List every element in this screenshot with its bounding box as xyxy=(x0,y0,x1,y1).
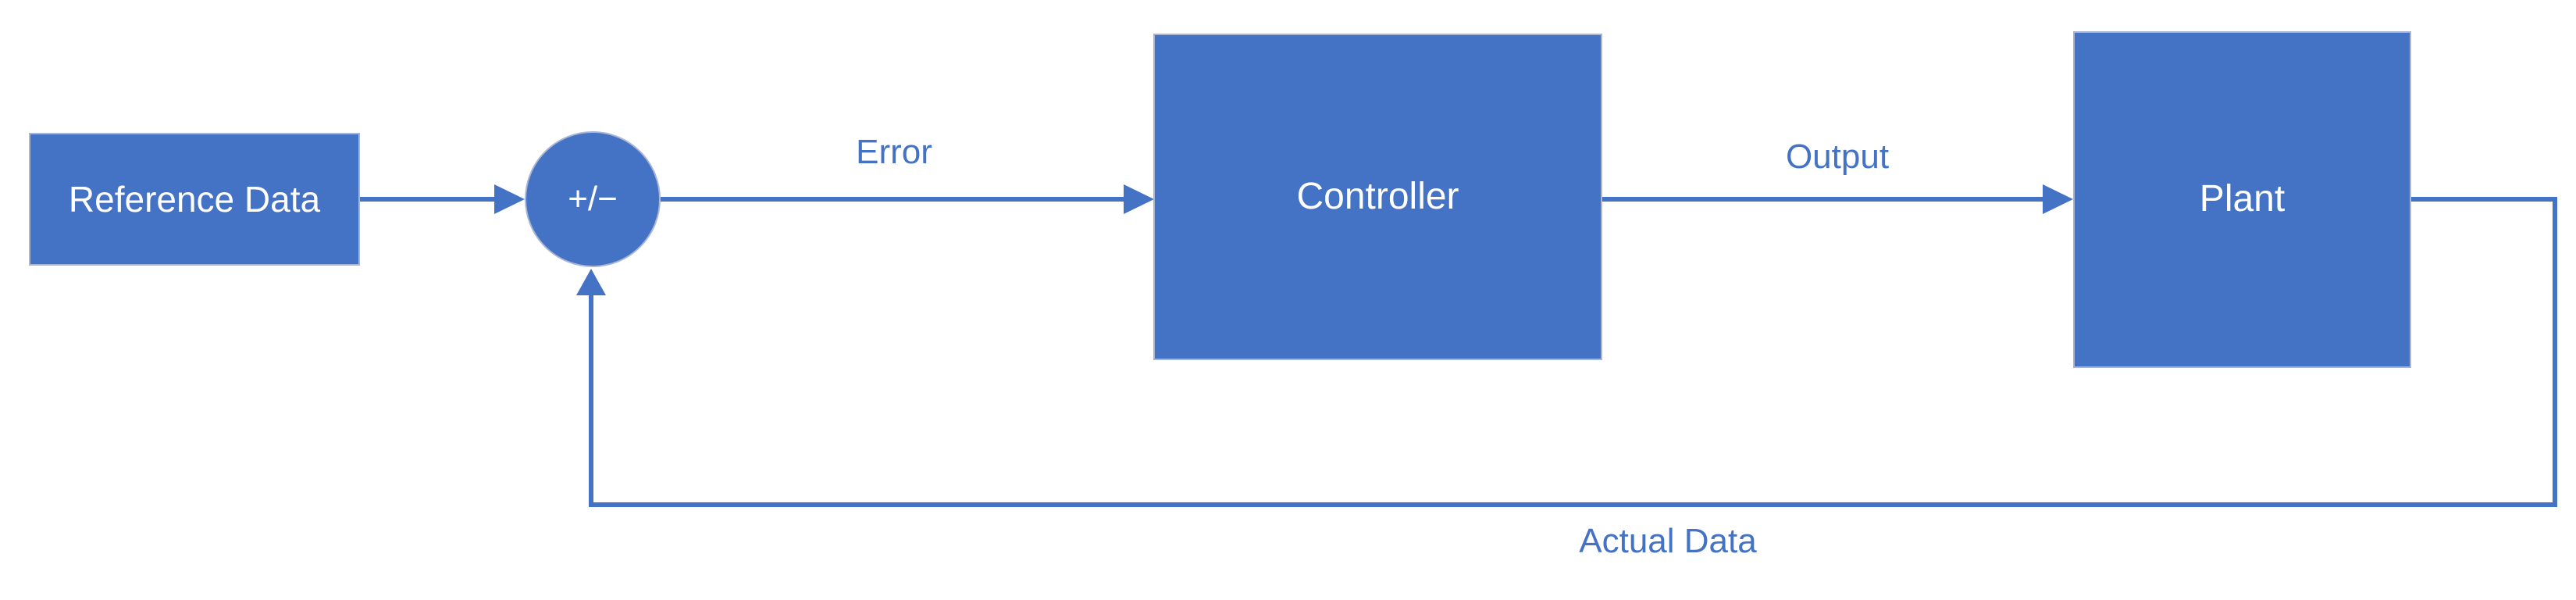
actual-data-edge-label: Actual Data xyxy=(1579,522,1757,560)
sum-junction-node: +/− xyxy=(525,131,661,267)
edge-sum-to-controller xyxy=(661,197,1124,202)
arrowhead-sum-to-controller xyxy=(1124,184,1154,214)
arrowhead-controller-to-plant xyxy=(2043,184,2073,214)
plant-node: Plant xyxy=(2073,31,2411,368)
plant-label: Plant xyxy=(2199,178,2286,220)
edge-controller-to-plant xyxy=(1602,197,2043,202)
controller-label: Controller xyxy=(1296,175,1459,217)
output-edge-label: Output xyxy=(1785,138,1890,176)
error-edge-label: Error xyxy=(856,133,932,171)
arrowhead-feedback-to-sum xyxy=(576,269,606,295)
feedback-line-bottom-horizontal xyxy=(589,502,2557,507)
reference-data-label: Reference Data xyxy=(68,178,321,220)
feedback-line-right-vertical xyxy=(2553,197,2557,507)
controller-node: Controller xyxy=(1153,34,1602,360)
sum-junction-label: +/− xyxy=(568,180,618,218)
reference-data-node: Reference Data xyxy=(29,133,360,266)
edge-reference-to-sum xyxy=(360,197,494,202)
feedback-line-right-horizontal xyxy=(2411,197,2557,202)
arrowhead-reference-to-sum xyxy=(494,184,525,214)
feedback-line-left-vertical xyxy=(589,295,593,507)
